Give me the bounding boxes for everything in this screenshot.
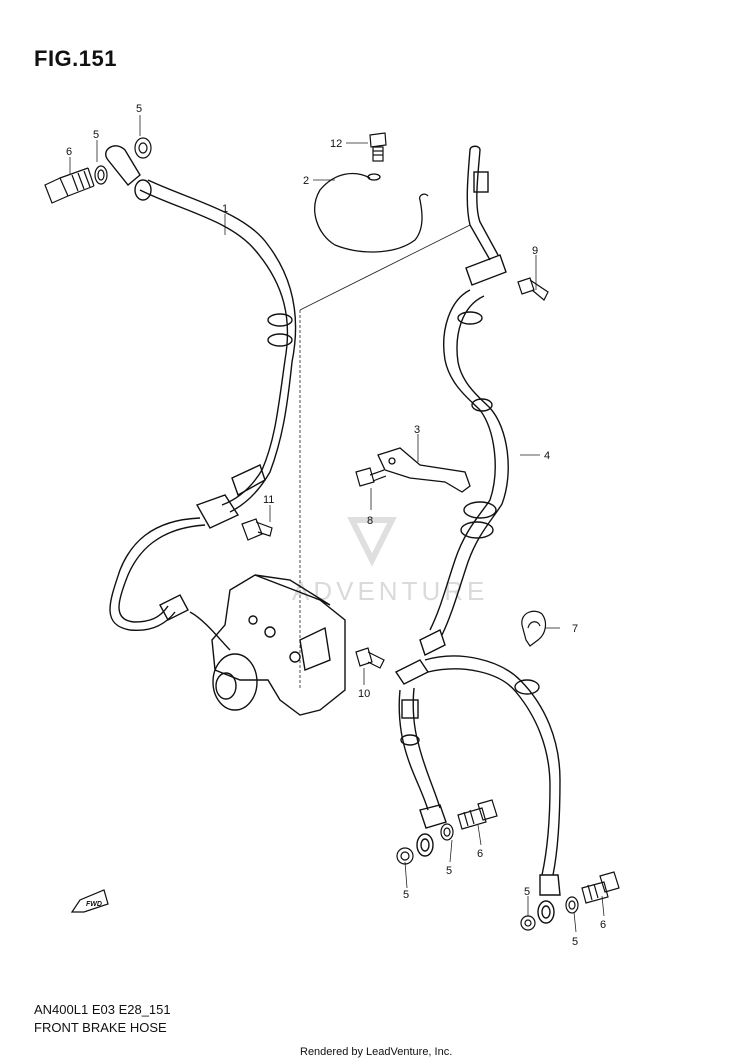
brake-hose-4	[419, 145, 509, 656]
clamp-2	[314, 172, 429, 253]
render-credit: Rendered by LeadVenture, Inc.	[300, 1046, 453, 1058]
leader-lines	[69, 115, 605, 933]
callout-5-d: 5	[446, 865, 452, 877]
bolt-11	[241, 518, 273, 541]
fwd-label: FWD	[86, 901, 102, 908]
callout-10: 10	[358, 688, 370, 700]
bolt-6-lower-b	[581, 871, 620, 904]
figure-caption: FRONT BRAKE HOSE	[34, 1020, 167, 1035]
callout-6-a: 6	[66, 146, 72, 158]
fwd-arrow-icon: FWD	[70, 889, 109, 913]
callout-1: 1	[222, 203, 228, 215]
callout-12: 12	[330, 138, 342, 150]
bolt-6-lower-a	[457, 799, 498, 830]
washer-5-lower-b	[440, 823, 454, 841]
figure-title: FIG.151	[34, 46, 117, 71]
callout-6-c: 6	[600, 919, 606, 931]
brake-hose-lower-right	[424, 655, 561, 924]
washer-5-top-b	[134, 137, 152, 159]
callout-2: 2	[303, 175, 309, 187]
callout-7: 7	[572, 623, 578, 635]
watermark: ADVENTURE	[292, 517, 484, 606]
brake-hose-1	[105, 145, 297, 632]
callout-8: 8	[367, 515, 373, 527]
model-code: AN400L1 E03 E28_151	[34, 1002, 171, 1017]
callout-6-b: 6	[477, 848, 483, 860]
callout-5-b: 5	[93, 129, 99, 141]
bolt-10	[355, 647, 385, 669]
callout-5-a: 5	[136, 103, 142, 115]
bolt-8	[355, 467, 387, 487]
bolt-6-top	[44, 167, 95, 204]
abs-hydraulic-unit	[189, 574, 346, 716]
callout-3: 3	[414, 424, 420, 436]
callout-5-e: 5	[524, 886, 530, 898]
bracket-3	[377, 447, 471, 493]
bolt-9	[517, 277, 549, 301]
callout-11: 11	[263, 494, 274, 506]
callout-9: 9	[532, 245, 538, 257]
washer-5-top-a	[94, 165, 108, 185]
callout-4: 4	[544, 450, 550, 462]
washer-5-lower-c	[520, 915, 536, 931]
washer-5-lower-a	[396, 847, 414, 865]
washer-5-lower-d	[565, 896, 579, 914]
bolt-12	[369, 132, 387, 162]
callout-5-f: 5	[572, 936, 578, 948]
brake-hose-lower-left	[394, 659, 447, 857]
callout-5-c: 5	[403, 889, 409, 901]
clamp-7	[521, 610, 547, 647]
